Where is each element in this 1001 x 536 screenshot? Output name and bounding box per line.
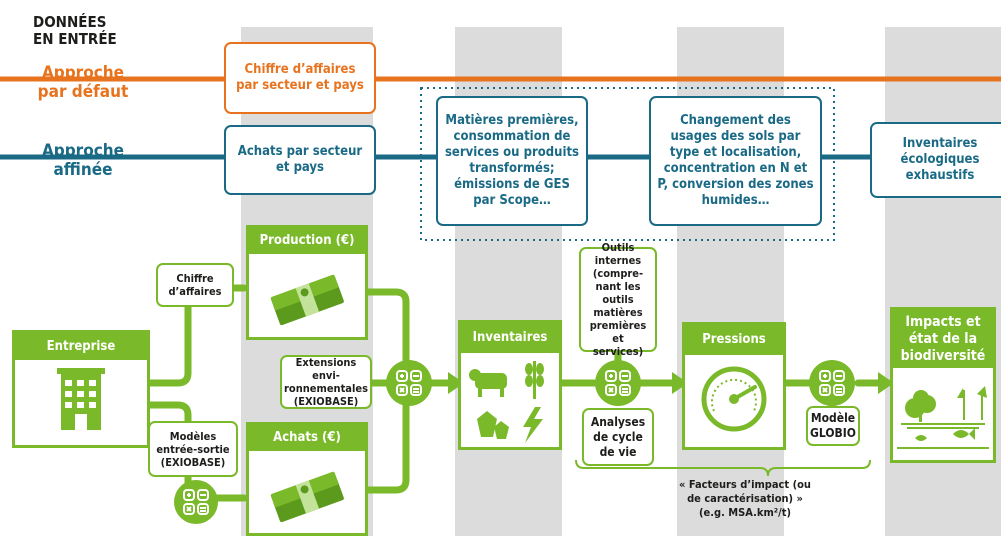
- extensions-box: Extensions envi- ronnementales (EXIOBASE…: [280, 355, 372, 409]
- production-card: Production (€): [246, 225, 368, 340]
- resources-icon: [469, 361, 544, 443]
- donnees-heading: DONNÉES EN ENTRÉE: [33, 13, 117, 48]
- pressions-title: Pressions: [685, 325, 783, 355]
- achats-secteur-box: Achats par secteur et pays: [224, 125, 376, 195]
- money-icon: [270, 471, 344, 523]
- gauge-icon: [701, 366, 767, 432]
- impact-factor-bracket: [575, 459, 871, 477]
- outils-internes-box: Outils internes (compre- nant les outils…: [579, 241, 657, 358]
- modeles-entree-sortie-box: Modèles entrée-sortie (EXIOBASE): [148, 421, 238, 477]
- achats-card: Achats (€): [246, 422, 368, 536]
- globio-box: Modèle GLOBIO: [806, 406, 860, 446]
- arrowheads: [448, 372, 894, 394]
- pressions-card: Pressions: [682, 322, 786, 450]
- chiffre-box: Chiffre d’affaires: [156, 263, 234, 307]
- building-icon: [57, 368, 105, 430]
- column-production-arrow: [241, 207, 373, 235]
- changement-usages-box: Changement des usages des sols par type …: [649, 96, 822, 226]
- achats-title: Achats (€): [249, 425, 365, 451]
- facteurs-impact-caption: « Facteurs d’impact (ou de caractérisati…: [679, 478, 811, 519]
- production-title: Production (€): [249, 228, 365, 254]
- entreprise-card: Entreprise: [12, 330, 150, 448]
- entreprise-title: Entreprise: [15, 333, 147, 360]
- money-icon: [270, 274, 344, 326]
- approche-affinee-label: Approche affinée: [41, 141, 125, 180]
- approche-defaut-label: Approche par défaut: [37, 63, 129, 102]
- impacts-card: Impacts et état de la biodiversité: [890, 307, 996, 463]
- analyses-cycle-vie-box: Analyses de cycle de vie: [582, 408, 654, 466]
- inventaires-card: Inventaires: [458, 320, 562, 450]
- chiffre-affaires-box: Chiffre d’affaires par secteur et pays: [224, 42, 376, 114]
- inventaires-ecologiques-box: Inventaires écologiques exhaustifs: [870, 122, 1001, 198]
- inventaires-title: Inventaires: [461, 323, 559, 353]
- matieres-premieres-box: Matières premières, consommation de serv…: [436, 96, 588, 226]
- biodiversity-icon: [897, 386, 989, 449]
- impacts-title: Impacts et état de la biodiversité: [893, 310, 993, 368]
